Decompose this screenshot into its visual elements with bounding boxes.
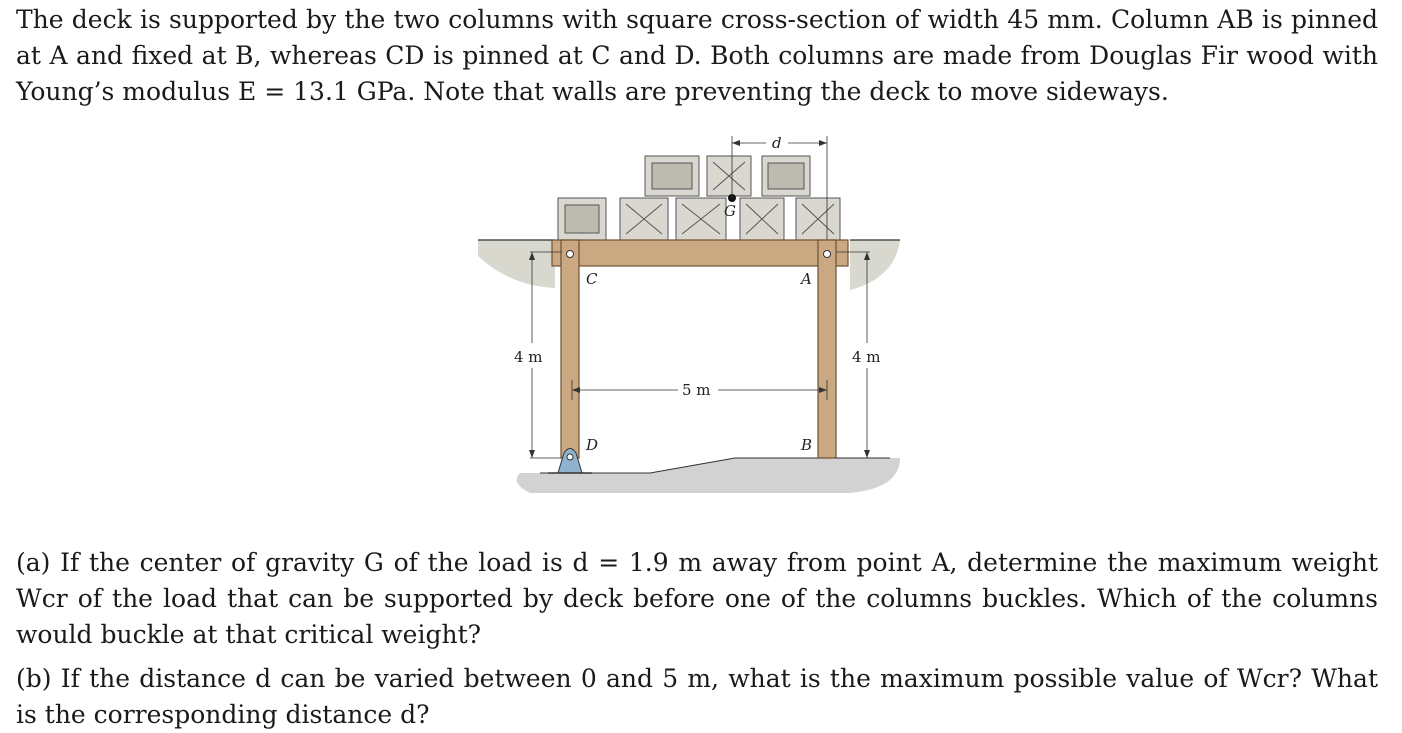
- deck-figure: G d C A D B 4 m: [470, 128, 910, 500]
- pin-support-D: [557, 448, 583, 474]
- pin-A: [823, 250, 831, 258]
- column-AB: [817, 239, 837, 459]
- right-wall: [850, 240, 900, 290]
- label-C: C: [586, 270, 598, 288]
- label-D: D: [585, 436, 598, 454]
- deck-diagram: G d C A D B 4 m: [478, 134, 900, 493]
- column-CD: [560, 239, 580, 459]
- left-wall: [478, 240, 555, 288]
- question-part-b: (b) If the distance d can be varied betw…: [16, 664, 1378, 729]
- problem-intro: The deck is supported by the two columns…: [16, 5, 1378, 106]
- deck-beam: [551, 239, 849, 267]
- label-A: A: [799, 270, 812, 288]
- label-B: B: [800, 436, 812, 454]
- label-right-height: 4 m: [852, 348, 881, 366]
- label-G: G: [724, 202, 736, 220]
- label-span: 5 m: [682, 381, 711, 399]
- label-d: d: [772, 134, 782, 152]
- label-left-height: 4 m: [514, 348, 543, 366]
- question-part-a: (a) If the center of gravity G of the lo…: [16, 548, 1378, 649]
- pin-C: [566, 250, 574, 258]
- ground: [516, 458, 900, 493]
- crate-stack: [557, 155, 841, 241]
